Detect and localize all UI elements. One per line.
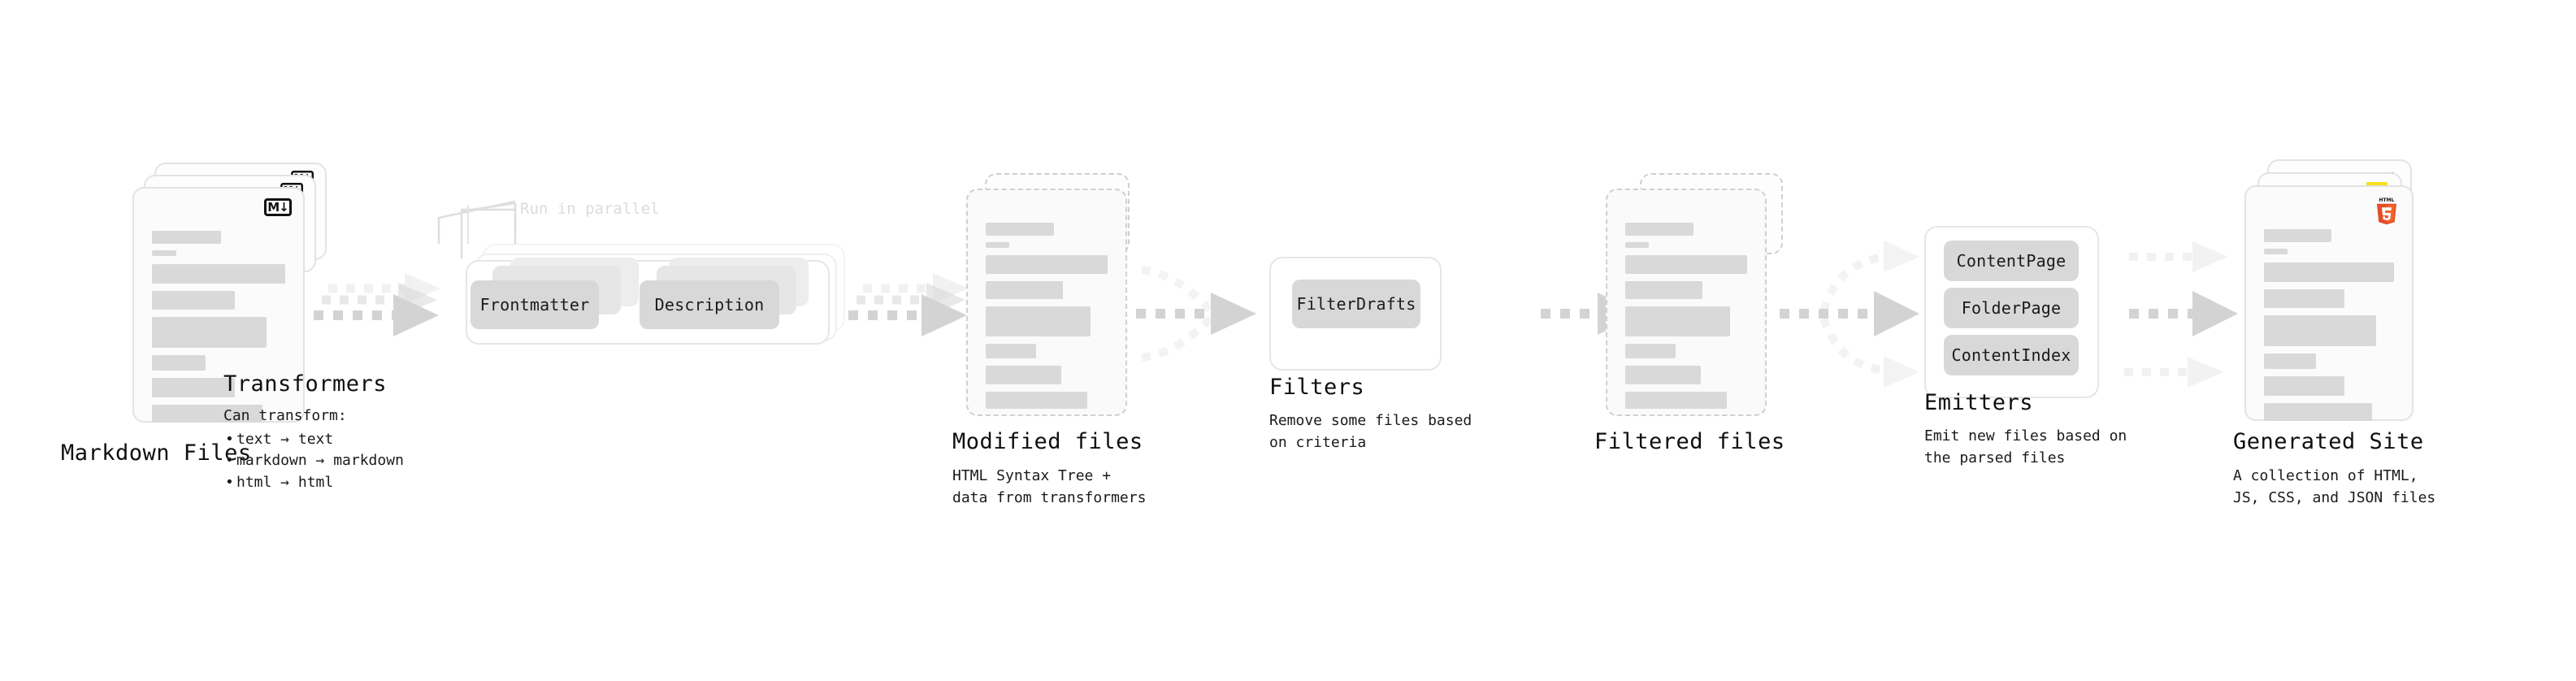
generated-file-card-front: HTML [2244, 185, 2413, 421]
modified-files-title: Modified files [952, 429, 1143, 454]
connector-md-to-transformers [314, 273, 440, 336]
doc-content-lines [1625, 223, 1747, 409]
transformer-pill-description[interactable]: Description [640, 280, 779, 329]
modified-file-card-front [966, 189, 1127, 416]
emitters-subtitle: Emit new files based on the parsed files [1924, 427, 2127, 466]
list-item: html → html [223, 472, 492, 494]
markdown-icon: M↓ [264, 198, 292, 216]
emitters-title: Emitters [1924, 390, 2034, 415]
transformers-title: Transformers [223, 371, 388, 397]
markdown-files-title: Markdown Files [61, 440, 252, 466]
connector-transformers-to-modified [848, 273, 969, 336]
emitter-pill-folderpage[interactable]: FolderPage [1944, 288, 2079, 328]
filtered-file-card-front [1606, 189, 1767, 416]
list-item: markdown → markdown [223, 450, 492, 472]
filters-title: Filters [1269, 375, 1365, 400]
connector-modified-to-filters [1136, 266, 1256, 362]
markdown-file-card-front: M↓ [132, 187, 305, 423]
generated-site-subtitle: A collection of HTML, JS, CSS, and JSON … [2233, 467, 2436, 506]
connector-emitters-to-site [2124, 241, 2238, 388]
emitter-pill-contentindex[interactable]: ContentIndex [1944, 335, 2079, 375]
filters-subtitle: Remove some files based on criteria [1269, 412, 1472, 451]
doc-content-lines [152, 231, 285, 423]
transformer-pill-frontmatter[interactable]: Frontmatter [471, 280, 599, 329]
doc-content-lines [986, 223, 1108, 409]
generated-site-title: Generated Site [2233, 429, 2424, 454]
filtered-files-title: Filtered files [1594, 429, 1785, 454]
connector-filtered-to-emitters [1780, 241, 1919, 388]
transformers-capability-list: text → text markdown → markdown html → h… [223, 429, 492, 494]
filter-pill-filterdrafts[interactable]: FilterDrafts [1292, 280, 1420, 328]
doc-content-lines [2264, 229, 2394, 421]
transformers-subtitle-heading: Can transform: [223, 407, 347, 424]
emitter-pill-contentpage[interactable]: ContentPage [1944, 241, 2079, 281]
svg-text:HTML: HTML [2379, 197, 2395, 203]
transformers-subtitle: Can transform: text → text markdown → ma… [223, 406, 492, 494]
run-in-parallel-label: Run in parallel [520, 200, 660, 218]
html5-icon: HTML [2377, 197, 2396, 225]
list-item: text → text [223, 429, 492, 451]
modified-files-subtitle: HTML Syntax Tree + data from transformer… [952, 467, 1147, 506]
